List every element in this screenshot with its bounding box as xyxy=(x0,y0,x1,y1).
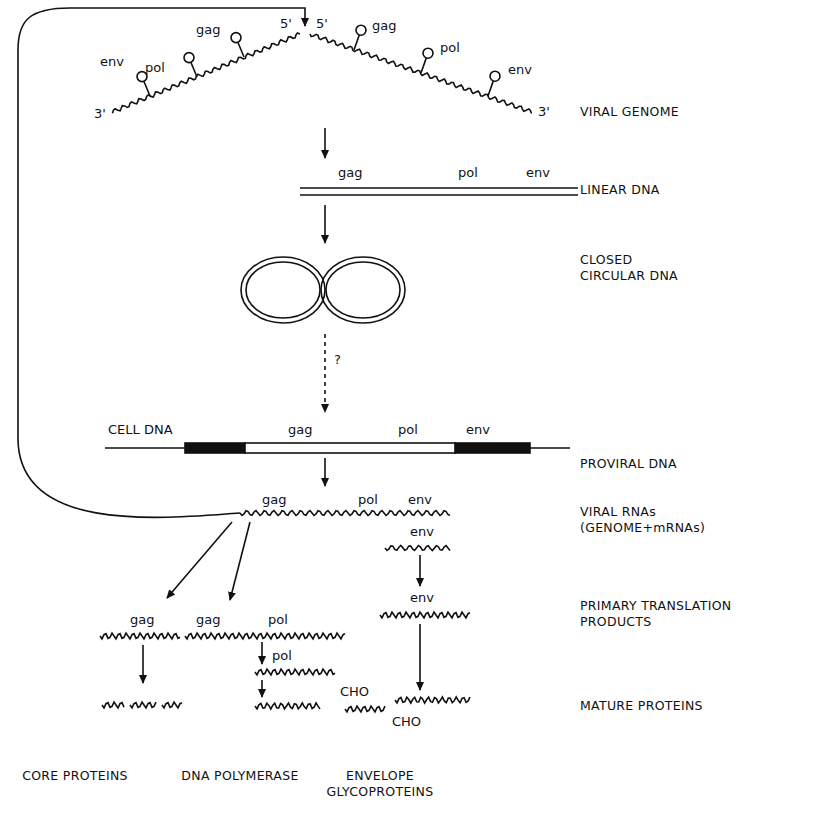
mature-protein xyxy=(130,702,156,708)
flow-arrow xyxy=(324,458,326,486)
flow-arrow xyxy=(261,642,263,664)
flow-arrow xyxy=(324,205,326,243)
mature-protein xyxy=(162,702,182,708)
flow-arrow xyxy=(167,522,232,598)
gene-label: 5' xyxy=(280,16,292,32)
polypeptide xyxy=(380,612,470,618)
stage-label: CLOSED CIRCULAR DNA xyxy=(580,252,680,284)
polypeptide xyxy=(255,669,335,675)
recycle-loop xyxy=(18,8,305,517)
cell-dna-segment xyxy=(455,443,530,453)
viral-rna xyxy=(240,511,450,516)
genome-strand xyxy=(310,34,532,114)
provirus-bar xyxy=(245,443,455,453)
polypeptide xyxy=(185,633,345,639)
stem-loop xyxy=(490,71,500,81)
stem-loop xyxy=(421,58,426,73)
gene-label: gag xyxy=(288,422,312,438)
stem-loop xyxy=(488,81,493,96)
stage-label: VIRAL RNAs (GENOME+mRNAs) xyxy=(580,504,730,536)
gene-label: env xyxy=(466,422,490,438)
gene-label: 3' xyxy=(94,106,106,122)
gene-label: 5' xyxy=(316,16,328,32)
cell-dna-segment xyxy=(185,443,245,453)
stage-label: ENVELOPE GLYCOPROTEINS xyxy=(305,768,455,800)
stem-loop xyxy=(184,53,194,63)
stem-loop xyxy=(354,35,359,50)
stage-label: PROVIRAL DNA xyxy=(580,456,690,472)
stem-loop xyxy=(231,33,241,43)
gene-label: pol xyxy=(398,422,418,438)
flow-arrow xyxy=(261,680,263,697)
stage-label: CORE PROTEINS xyxy=(15,768,135,784)
gene-label: ? xyxy=(334,352,341,368)
gene-label: gag xyxy=(338,165,362,181)
gene-label: gag xyxy=(130,612,154,628)
mature-protein xyxy=(102,702,124,708)
env-mrna xyxy=(385,546,450,551)
gene-label: env xyxy=(100,54,124,70)
stage-label: DNA POLYMERASE xyxy=(175,768,305,784)
genome-strand xyxy=(113,33,301,113)
circular-dna xyxy=(321,257,405,323)
gene-label: pol xyxy=(458,165,478,181)
flow-arrow xyxy=(419,555,421,586)
stem-loop xyxy=(238,42,244,57)
flow-arrow xyxy=(324,128,326,158)
stem-loop xyxy=(191,62,197,77)
mature-protein xyxy=(255,703,320,709)
gene-label: pol xyxy=(268,612,288,628)
stem-loop xyxy=(423,48,433,58)
dna-strand xyxy=(300,187,578,189)
gene-label: gag xyxy=(262,492,286,508)
gene-label: gag xyxy=(196,612,220,628)
gene-label: pol xyxy=(272,648,292,664)
circular-dna xyxy=(241,257,325,323)
gene-label: 3' xyxy=(538,104,550,120)
circular-dna xyxy=(326,262,400,318)
gene-label: CHO xyxy=(340,684,369,700)
stage-label: VIRAL GENOME xyxy=(580,104,679,120)
stage-label: PRIMARY TRANSLATION PRODUCTS xyxy=(580,598,780,630)
gene-label: CELL DNA xyxy=(108,422,173,438)
mature-protein xyxy=(395,697,470,703)
flow-arrow xyxy=(142,645,144,683)
gene-label: pol xyxy=(440,40,460,56)
flow-arrow xyxy=(230,522,250,600)
polypeptide xyxy=(100,633,180,639)
gene-label: CHO xyxy=(392,714,421,730)
gene-label: env xyxy=(508,62,532,78)
gene-label: pol xyxy=(145,60,165,76)
flow-arrow xyxy=(419,624,421,690)
mature-protein xyxy=(345,706,385,712)
stem-loop xyxy=(356,25,366,35)
dna-strand xyxy=(300,194,578,196)
stem-loop xyxy=(144,81,150,96)
gene-label: gag xyxy=(196,22,220,38)
gene-label: pol xyxy=(358,492,378,508)
gene-label: gag xyxy=(372,18,396,34)
stage-label: MATURE PROTEINS xyxy=(580,698,703,714)
flow-arrow xyxy=(324,334,326,412)
stage-label: LINEAR DNA xyxy=(580,182,660,198)
gene-label: env xyxy=(526,165,550,181)
gene-label: env xyxy=(410,524,434,540)
circular-dna xyxy=(246,262,320,318)
gene-label: env xyxy=(410,590,434,606)
gene-label: env xyxy=(408,492,432,508)
